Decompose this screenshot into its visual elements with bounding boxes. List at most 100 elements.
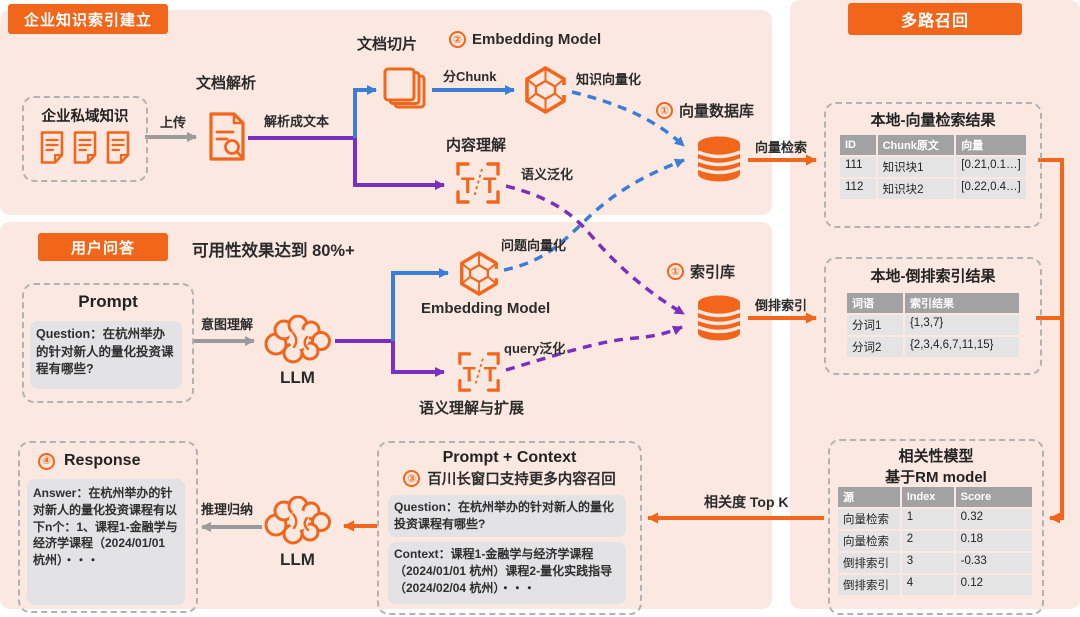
vector-db-label: 向量数据库	[679, 103, 755, 120]
table-row: 倒排索引 3 -0.33	[838, 553, 1032, 573]
document-icon	[72, 131, 98, 165]
doc-search-icon	[206, 112, 248, 162]
embedding-model-icon	[523, 66, 568, 114]
curve-question-vectorize	[503, 158, 685, 272]
badge-index-build-label: 企业知识索引建立	[23, 11, 152, 29]
prompt-title: Prompt	[78, 292, 138, 311]
cell: 1	[901, 509, 954, 529]
cell: 0.12	[955, 575, 1032, 595]
embedding-top-label: Embedding Model	[472, 31, 602, 48]
col-header: 向量	[956, 135, 1026, 155]
topk-label: 相关度 Top K	[704, 494, 789, 510]
document-icon	[39, 131, 65, 165]
line-llm-to-embedding	[391, 268, 449, 341]
llm-bottom-label: LLM	[280, 550, 315, 569]
cell: {2,3,4,6,7,11,15}	[904, 337, 1019, 357]
embedding-model-icon	[458, 251, 500, 296]
inverted-index-label: 倒排索引	[755, 298, 808, 313]
response-answer-box: Answer：在杭州举办的针对新人的量化投资课程有以下n个：1、课程1-金融学与…	[27, 479, 185, 605]
badge-qa-label: 用户问答	[70, 239, 135, 257]
llm-top-label: LLM	[280, 368, 315, 387]
parse-to-text-label: 解析成文本	[264, 114, 330, 129]
cell: 0.18	[955, 531, 1032, 551]
response-box: ④ Response	[18, 441, 198, 613]
cell: 4	[901, 575, 954, 595]
step-2-icon: ②	[449, 31, 466, 48]
table-row: 分词1 {1,3,7}	[847, 315, 1019, 335]
step-3-icon: ③	[403, 470, 421, 487]
step-4-icon: ④	[38, 452, 55, 470]
index-db-step: ① 索引库	[667, 261, 735, 282]
cell: 112	[840, 179, 876, 199]
prompt-question-text: Question：在杭州举办的针对新人的量化投资课程有哪些?	[36, 327, 174, 376]
vector-result-box: 本地-向量检索结果	[824, 102, 1042, 228]
col-header: Chunk原文	[877, 135, 955, 155]
col-header: 源	[838, 487, 900, 507]
cell: 倒排索引	[838, 575, 900, 595]
pc-context-text: Context：课程1-金融学与经济学课程（2024/01/01 杭州）课程2-…	[394, 547, 613, 595]
bracket-recall-to-rm	[1038, 158, 1064, 524]
cell: {1,3,7}	[904, 315, 1019, 335]
line-parse-to-tt	[248, 136, 445, 190]
badge-recall-label: 多路召回	[900, 13, 969, 30]
pc-context-box: Context：课程1-金融学与经济学课程（2024/01/01 杭州）课程2-…	[388, 542, 626, 604]
cell: 知识块1	[877, 157, 955, 177]
col-header: Index	[901, 487, 954, 507]
semantic-expand-label: 语义理解与扩展	[419, 400, 525, 417]
badge-index-build: 企业知识索引建立	[8, 4, 168, 34]
chunk-icon	[382, 67, 428, 111]
question-vectorize-label: 问题向量化	[501, 238, 567, 253]
table-row: 112 知识块2 [0.22,0.4…]	[840, 179, 1026, 199]
col-header: 索引结果	[904, 293, 1019, 313]
llm-brain-icon	[263, 496, 333, 548]
col-header: Score	[955, 487, 1032, 507]
inverted-result-table: 词语 索引结果 分词1 {1,3,7} 分词2 {2,3,4,6,7,11,15…	[845, 291, 1021, 359]
semantic-generalize-label: 语义泛化	[521, 167, 574, 182]
content-understand-label: 内容理解	[446, 137, 507, 154]
doc-parse-label: 文档解析	[196, 75, 257, 92]
embedding-top-step: ② Embedding Model	[449, 31, 601, 48]
cell: 2	[901, 531, 954, 551]
private-knowledge-box: 企业私域知识	[22, 96, 148, 182]
inverted-result-box: 本地-倒排索引结果	[824, 257, 1042, 375]
split-chunk-label: 分Chunk	[443, 69, 497, 84]
intent-label: 意图理解	[201, 317, 254, 332]
rm-model-table: 源 Index Score 向量检索 1 0.32 向量检索 2 0.18 倒排…	[836, 485, 1034, 597]
line-llm-to-tt	[335, 339, 445, 377]
prompt-context-box: Prompt + Context ③ 百川长窗口支持更多内容召回	[377, 441, 642, 615]
cell: 0.32	[955, 509, 1032, 529]
rm-model-title1: 相关性模型	[898, 448, 974, 465]
document-icon	[105, 131, 131, 165]
line-parse-to-chunk	[353, 85, 377, 138]
rm-model-box: 相关性模型 基于RM model	[828, 439, 1044, 615]
badge-recall: 多路召回	[848, 3, 1022, 35]
curve-query-generalize	[505, 325, 683, 372]
text-generalize-icon	[456, 350, 502, 394]
cell: 向量检索	[838, 509, 900, 529]
prompt-box: Prompt	[22, 283, 194, 403]
table-row: 分词2 {2,3,4,6,7,11,15}	[847, 337, 1019, 357]
vector-result-title: 本地-向量检索结果	[870, 112, 996, 129]
reasoning-label: 推理归纳	[201, 502, 254, 517]
cell: -0.33	[955, 553, 1032, 573]
cell: [0.21,0.1…]	[956, 157, 1026, 177]
cell: 3	[901, 553, 954, 573]
cell: 知识块2	[877, 179, 955, 199]
pc-question-box: Question：在杭州举办的针对新人的量化投资课程有哪些?	[388, 495, 626, 537]
index-db-label: 索引库	[690, 264, 736, 281]
cell: 111	[840, 157, 876, 177]
col-header: 词语	[847, 293, 903, 313]
private-knowledge-title: 企业私域知识	[41, 109, 129, 125]
step-1-icon: ①	[656, 102, 673, 119]
llm-brain-icon	[263, 315, 333, 367]
response-title: Response	[64, 452, 141, 469]
vector-database-icon	[694, 135, 744, 183]
curve-knowledge-vectorize	[571, 90, 686, 148]
embedding-mid-label: Embedding Model	[421, 300, 551, 317]
rm-model-title2: 基于RM model	[885, 469, 987, 486]
upload-label: 上传	[160, 115, 187, 130]
knowledge-vectorize-label: 知识向量化	[576, 72, 642, 87]
doc-slice-label: 文档切片	[357, 36, 418, 53]
